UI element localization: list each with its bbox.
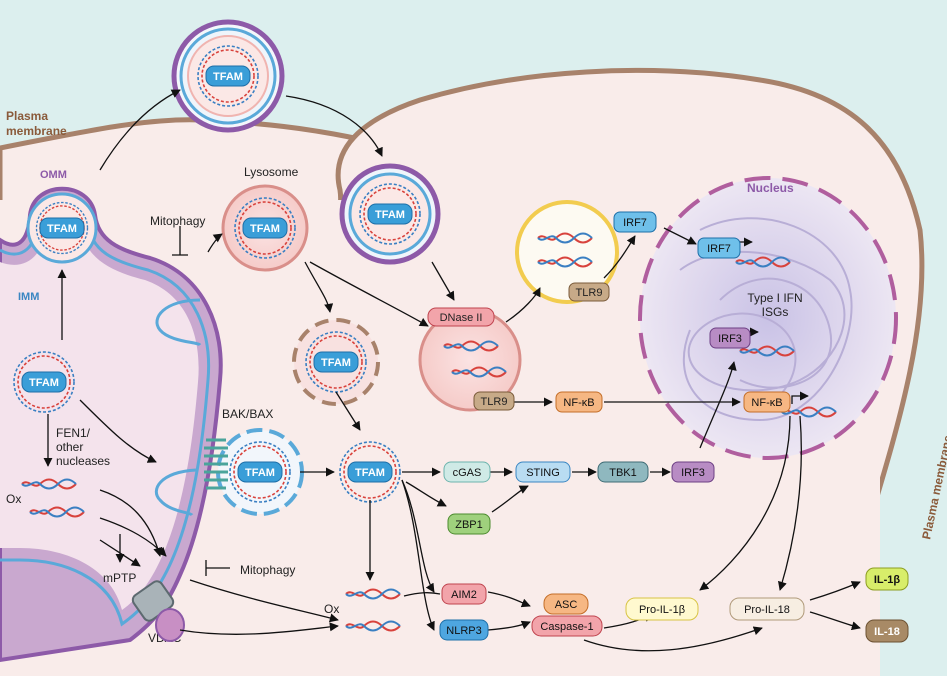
protein-tlr9-upper: TLR9 [568, 282, 610, 302]
protein-aim2-label: AIM2 [451, 589, 477, 601]
protein-irf3-cyto-label: IRF3 [681, 467, 705, 479]
label-mptp: mPTP [103, 571, 136, 585]
pathway-arrows [43, 89, 861, 652]
protein-zbp1-label: ZBP1 [455, 519, 483, 531]
cristae-fold-2 [154, 468, 197, 517]
endocytosed-vesicle: TFAM [339, 163, 441, 265]
protein-dnase2-label: DNase II [440, 312, 483, 324]
protein-tlr9-lower: TLR9 [473, 391, 515, 411]
tfam-nucleoid-top: TFAM [171, 19, 285, 133]
protein-dnase2: DNase II [427, 307, 495, 327]
protein-irf7-nuc-label: IRF7 [707, 243, 731, 255]
protein-pro-il1b: Pro-IL-1β [625, 597, 699, 621]
label-plasma-membrane-left-2: membrane [6, 124, 67, 138]
label-bak-bax: BAK/BAX [222, 407, 273, 421]
label-ox-left: Ox [6, 492, 21, 506]
label-plasma-membrane-left-1: Plasma [6, 109, 48, 123]
label-ox-bottom: Ox [324, 602, 339, 616]
protein-il18: IL-18 [865, 619, 909, 643]
label-fen1-1: FEN1/ [56, 426, 91, 440]
protein-irf7-cyto: IRF7 [613, 211, 657, 233]
protein-pro-il18: Pro-IL-18 [729, 597, 805, 621]
protein-nlrp3-label: NLRP3 [446, 625, 481, 637]
protein-nfkb-nuc: NF-κB [743, 391, 791, 413]
protein-il1b: IL-1β [865, 567, 909, 591]
label-imm: IMM [18, 291, 39, 303]
tfam-label: TFAM [213, 71, 243, 83]
protein-asc-label: ASC [555, 599, 578, 611]
tlr9-vesicle [515, 200, 619, 304]
lysosome-vesicle: TFAM [221, 184, 309, 272]
label-type1-ifn-1: Type I IFN [747, 291, 802, 305]
protein-asc: ASC [543, 593, 589, 615]
protein-caspase1: Caspase-1 [531, 615, 603, 637]
protein-irf7-cyto-label: IRF7 [623, 217, 647, 229]
tfam-label: TFAM [250, 223, 280, 235]
protein-pro-il1b-label: Pro-IL-1β [639, 604, 685, 616]
tfam-label: TFAM [375, 209, 405, 221]
tfam-label: TFAM [47, 223, 77, 235]
protein-aim2: AIM2 [441, 583, 487, 605]
protein-irf3-cyto: IRF3 [671, 461, 715, 483]
protein-tbk1: TBK1 [597, 461, 649, 483]
protein-pro-il18-label: Pro-IL-18 [744, 604, 790, 616]
protein-tbk1-label: TBK1 [609, 467, 637, 479]
protein-caspase1-label: Caspase-1 [540, 621, 593, 633]
protein-nfkb-nuc-label: NF-κB [751, 397, 782, 409]
protein-irf7-nuc: IRF7 [697, 237, 741, 259]
cytosolic-tfam-nucleoid: TFAM [339, 441, 401, 503]
tfam-label: TFAM [245, 467, 275, 479]
protein-zbp1: ZBP1 [447, 513, 491, 535]
tfam-label: TFAM [355, 467, 385, 479]
tfam-nucleoid-omm: TFAM [26, 192, 98, 264]
tfam-label: TFAM [29, 377, 59, 389]
label-fen1-3: nucleases [56, 454, 110, 468]
cristae-fold-1 [155, 298, 202, 347]
bak-bax-release-vesicle: TFAM [216, 428, 304, 516]
protein-nfkb-cyto-label: NF-κB [563, 397, 594, 409]
protein-nlrp3: NLRP3 [439, 619, 489, 641]
label-type1-ifn-2: ISGs [762, 305, 789, 319]
protein-sting: STING [515, 461, 571, 483]
protein-il1b-label: IL-1β [874, 574, 901, 586]
label-fen1-2: other [56, 440, 83, 454]
tfam-nucleoid-matrix: TFAM [13, 351, 75, 413]
protein-il18-label: IL-18 [874, 626, 900, 638]
label-lysosome: Lysosome [244, 165, 299, 179]
tfam-label: TFAM [321, 357, 351, 369]
protein-nfkb-cyto: NF-κB [555, 391, 603, 413]
label-nucleus: Nucleus [747, 181, 794, 195]
mptp-vdac-channel [131, 580, 185, 642]
bak-bax-pore [204, 438, 228, 490]
protein-irf3-nuc: IRF3 [709, 327, 751, 349]
protein-sting-label: STING [526, 467, 560, 479]
protein-tlr9-upper-label: TLR9 [576, 287, 603, 299]
protein-cgas-label: cGAS [453, 467, 482, 479]
autophagosome-vesicle: TFAM [292, 318, 380, 406]
label-mitophagy-top: Mitophagy [150, 214, 205, 228]
protein-irf3-nuc-label: IRF3 [718, 333, 742, 345]
label-mitophagy-bottom: Mitophagy [240, 563, 295, 577]
protein-tlr9-lower-label: TLR9 [481, 396, 508, 408]
label-omm: OMM [40, 169, 67, 181]
protein-cgas: cGAS [443, 461, 491, 483]
